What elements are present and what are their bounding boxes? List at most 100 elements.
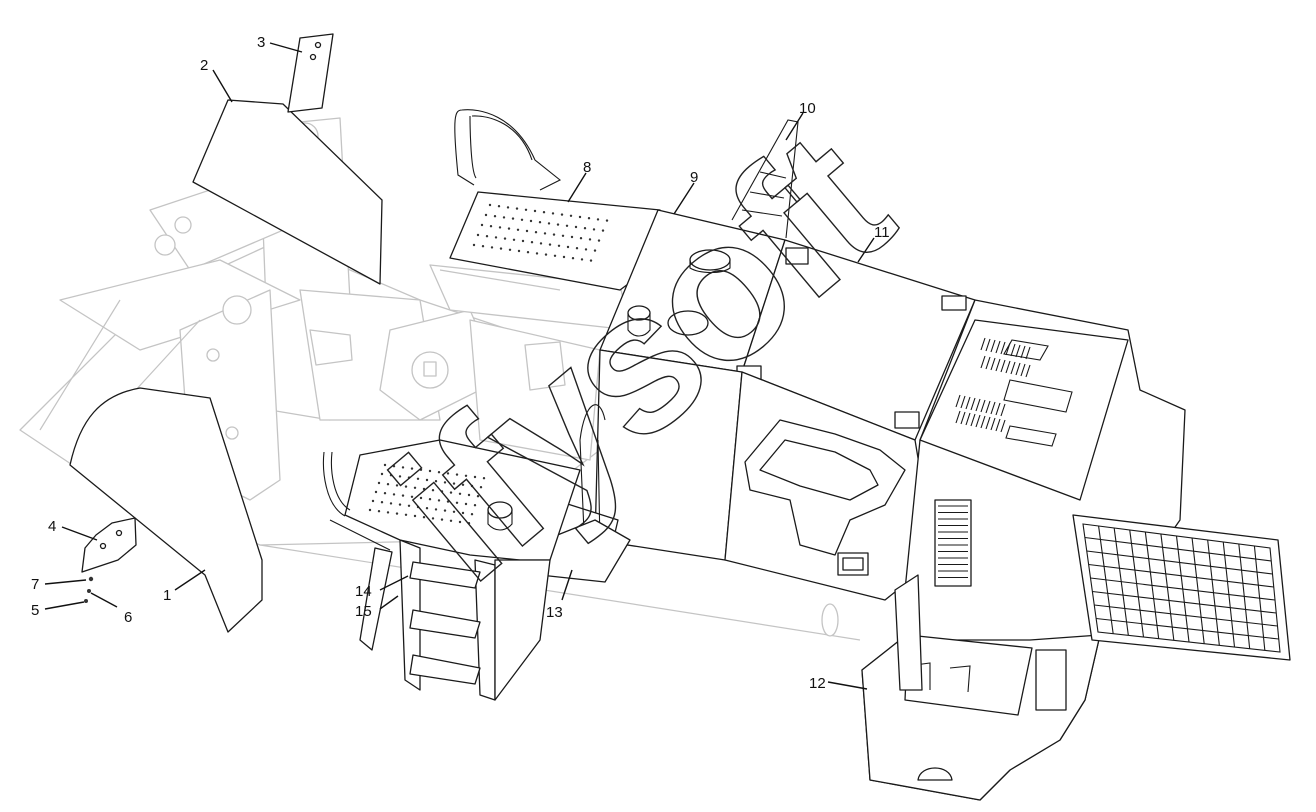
grille-hole (464, 474, 468, 477)
grille-hole (419, 468, 423, 471)
grille-hole (461, 483, 465, 486)
grille-hole (374, 490, 378, 494)
grille-hole (461, 511, 465, 515)
ladder-rail (731, 119, 799, 239)
grille-hole (560, 213, 564, 216)
grille-hole (380, 501, 384, 504)
screen-wire (1086, 550, 1273, 575)
grille-hole (380, 472, 384, 476)
grille-hole (458, 520, 462, 524)
callout-labels: 1 2 3 4 5 6 7 8 9 10 11 12 13 14 15 (31, 34, 890, 692)
grille-hole (533, 209, 537, 213)
grille-hole (561, 234, 565, 237)
ladder-side-strap (359, 547, 393, 651)
grille-hole (571, 257, 575, 260)
callout-11: 11 (874, 224, 890, 241)
callout-3: 3 (257, 34, 265, 51)
leader-2 (212, 69, 233, 103)
access-ladder (399, 539, 551, 701)
vent-slot (975, 398, 981, 412)
upper-side-panel (192, 99, 383, 285)
grille-hole (596, 218, 600, 221)
grille-hole (392, 465, 396, 468)
grille-hole (476, 495, 480, 498)
vent-slot (1000, 359, 1006, 373)
vent-slot (990, 339, 996, 353)
grille-hole (464, 502, 468, 506)
grille-hole (494, 236, 498, 239)
vent-slot (980, 399, 986, 413)
vent-slot (1010, 343, 1016, 357)
grille-hole (440, 490, 444, 493)
grille-hole (589, 259, 593, 262)
grille-hole (389, 502, 393, 505)
grille-hole (601, 229, 605, 232)
vent-slot (965, 412, 971, 426)
grille-hole (398, 475, 402, 478)
vent-slot (960, 395, 966, 409)
grille-hole (539, 242, 543, 245)
vent-slot (995, 358, 1001, 372)
grille-hole (548, 243, 552, 246)
grille-hole (502, 216, 506, 219)
mounting-bracket (81, 517, 137, 603)
grille-hole (489, 225, 493, 228)
grille-hole (497, 205, 501, 208)
vent-slot (1025, 364, 1031, 378)
grille-hole (524, 208, 528, 211)
engine-hood (599, 209, 786, 373)
leader-4 (61, 526, 98, 541)
grille-hole (476, 233, 480, 237)
grille-hole (395, 512, 399, 515)
leader-13 (561, 569, 573, 601)
radiator-screen-door (1072, 514, 1291, 661)
grille-hole (467, 493, 471, 497)
grille-hole (578, 215, 582, 219)
rear-grille-cover (449, 191, 661, 291)
grille-hole (410, 495, 414, 498)
grille-hole (543, 232, 547, 235)
vent-slot (1010, 361, 1016, 375)
vent-slot (1015, 344, 1021, 358)
grille-hole (597, 239, 601, 242)
callout-10: 10 (799, 100, 816, 117)
grille-hole (525, 229, 529, 233)
screen-wire (1094, 604, 1278, 627)
grille-hole (431, 489, 435, 492)
leader-8 (567, 172, 587, 203)
grille-hole (570, 235, 574, 239)
leader-12 (827, 681, 868, 690)
screen-wire (1088, 563, 1274, 588)
grille-hole (575, 247, 579, 250)
grille-hole (443, 509, 447, 512)
callout-14: 14 (355, 583, 372, 600)
grille-hole (452, 510, 456, 513)
vent-slot (985, 416, 991, 430)
grille-hole (517, 249, 521, 253)
vent-slot (985, 338, 991, 352)
grille-hole (480, 223, 484, 227)
grille-hole (386, 511, 390, 514)
grille-hole (534, 231, 538, 234)
grille-hole (434, 480, 438, 483)
grille-hole (472, 243, 476, 247)
callout-15: 15 (355, 603, 372, 620)
grille-hole (443, 481, 447, 484)
grille-hole (470, 513, 474, 516)
grille-hole (520, 218, 524, 221)
grille-hole (515, 207, 519, 210)
leader-15 (379, 595, 399, 610)
grille-hole (580, 258, 584, 261)
callout-4: 4 (48, 518, 56, 535)
grille-hole (542, 211, 546, 214)
grille-hole (484, 213, 488, 217)
callout-13: 13 (546, 604, 563, 621)
grille-hole (511, 217, 515, 220)
grille-hole (587, 217, 591, 220)
grille-hole (473, 504, 477, 507)
vent-slot (995, 402, 1001, 416)
side-hood-panel (736, 239, 976, 441)
grille-hole (425, 507, 429, 510)
grille-hole (395, 484, 399, 487)
